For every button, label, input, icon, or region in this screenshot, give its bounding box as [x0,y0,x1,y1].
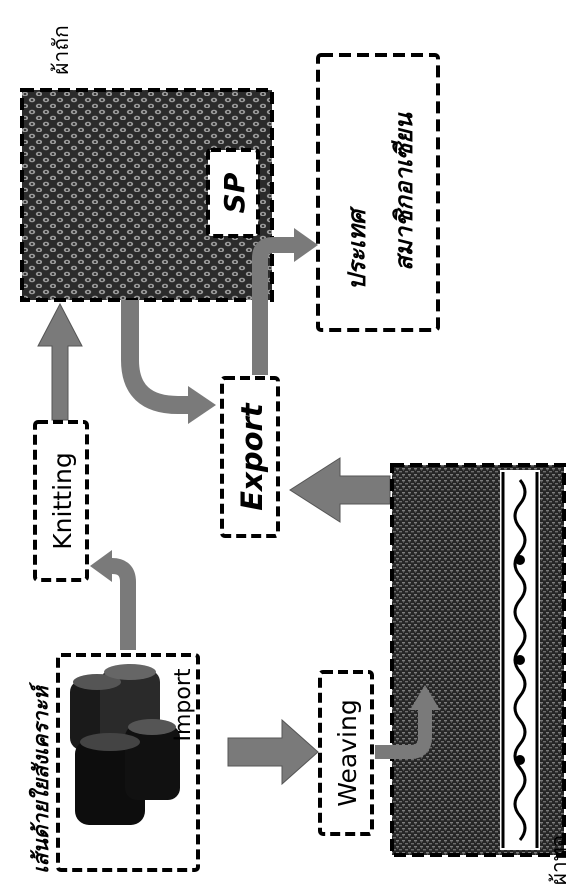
synthetic-yarn-label: เส้นด้ายใยสังเคราะห์ [28,681,53,873]
import-label: Import [171,668,196,741]
asean-label-line1: ประเทศ [343,205,371,290]
arrow-yarn-to-weaving [228,720,318,784]
export-box: Export [222,378,278,536]
woven-fabric-label: ผ้าทอ [547,835,571,886]
arrow-knit-to-export [130,300,216,424]
asean-members-box: ประเทศ สมาชิกอาเซียน [318,55,438,330]
export-label: Export [235,402,269,510]
sp-box: SP [208,150,258,236]
weaving-label: Weaving [333,699,362,806]
synthetic-yarn-box: Import [58,655,198,870]
arrow-export-to-asean [260,228,318,375]
weaving-box: Weaving [320,672,372,834]
knitting-label: Knitting [48,452,77,549]
knitted-fabric-label: ผ้าถัก [49,25,73,75]
asean-label-line2: สมาชิกอาเซียน [390,112,418,271]
arrow-yarn-to-knitting [90,550,128,650]
sp-label: SP [218,172,251,213]
woven-fabric-swatch [392,465,564,855]
knitting-box: Knitting [35,422,87,580]
arrow-weave-to-export [290,458,390,522]
arrow-knitting-to-fabric [38,304,82,420]
